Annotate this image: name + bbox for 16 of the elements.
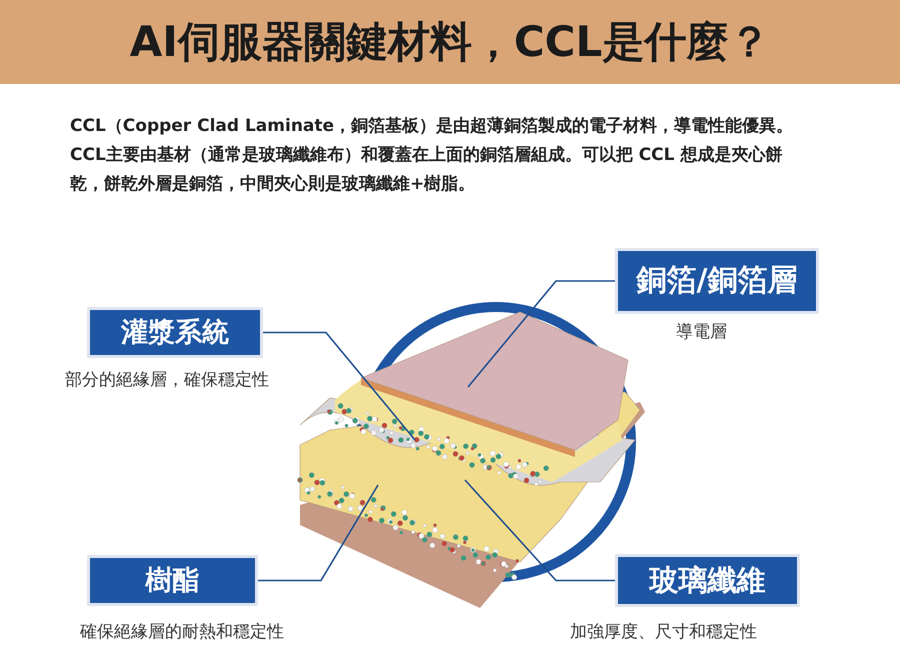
page-title: AI伺服器關鍵材料，CCL是什麼？ (0, 0, 900, 84)
callout-heading: 灌漿系統 (90, 310, 260, 355)
intro-paragraph: CCL（Copper Clad Laminate，銅箔基板）是由超薄銅箔製成的電子材料，導電性能優異。CCL主要由基材（通常是玻璃纖維布）和覆蓋在上面的銅箔層組成。可以把 CCL 想成是夾心餅乾，餅乾外層是銅箔，中間夾心則是玻璃纖維+樹脂。 (70, 115, 794, 196)
callout-note: 導電層 (676, 321, 727, 343)
callout-heading: 玻璃纖維 (618, 557, 797, 604)
callout-note: 確保絕緣層的耐熱和穩定性 (80, 621, 284, 643)
callout-heading: 銅箔/銅箔層 (618, 251, 816, 311)
copper-foil-layer (360, 312, 628, 450)
leader-line (467, 280, 618, 388)
callout-heading: 樹酯 (90, 558, 255, 603)
leader-line (255, 484, 379, 582)
grout-particles (297, 403, 549, 580)
leader-line (464, 479, 618, 582)
leader-line (260, 332, 416, 441)
callout-note: 部分的絕緣層，確保穩定性 (65, 369, 269, 391)
callout-note: 加強厚度、尺寸和穩定性 (570, 621, 757, 643)
